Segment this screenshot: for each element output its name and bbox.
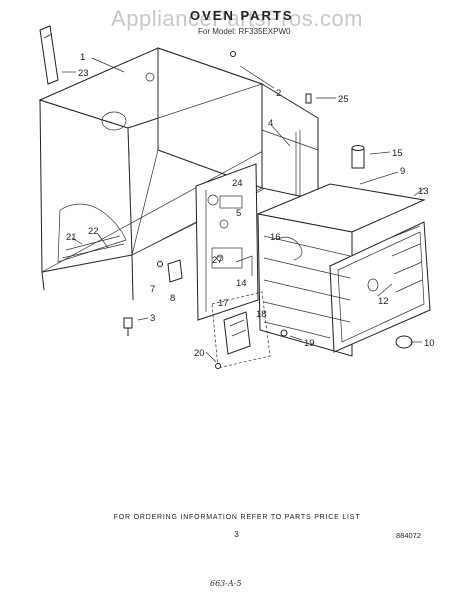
oven-liner — [256, 183, 431, 357]
model-subtitle: For Model: RF335EXPW0 — [198, 27, 291, 36]
oven-cabinet — [38, 47, 319, 301]
callout-5: 5 — [236, 208, 241, 219]
callout-12: 12 — [378, 296, 389, 307]
leader-lines — [62, 57, 425, 363]
callout-4: 4 — [268, 118, 273, 129]
handwritten-note: 663-A-5 — [210, 579, 242, 588]
bracket-part — [167, 259, 183, 283]
leveling-leg — [123, 317, 133, 336]
callout-10: 10 — [424, 338, 435, 349]
ordering-note: FOR ORDERING INFORMATION REFER TO PARTS … — [113, 514, 361, 521]
watermark: AppliancePartsPros.com — [111, 6, 363, 31]
bracket-panel — [195, 163, 259, 321]
callout-9: 9 — [400, 166, 405, 177]
callout-15: 15 — [392, 148, 403, 159]
document-number: 884072 — [396, 531, 422, 540]
callout-2: 2 — [276, 88, 281, 99]
top-screw — [230, 51, 236, 57]
connector-part — [235, 255, 253, 276]
page-number: 3 — [234, 530, 240, 539]
callout-8: 8 — [170, 293, 175, 304]
callout-21: 21 — [66, 232, 77, 243]
callout-19: 19 — [304, 338, 315, 349]
rear-frame — [261, 83, 319, 201]
small-screw — [157, 261, 163, 267]
callout-17: 17 — [218, 298, 229, 309]
callout-7: 7 — [150, 284, 155, 295]
diagram-title: OVEN PARTS — [190, 8, 294, 23]
hinge-assembly — [211, 291, 288, 369]
callout-18: 18 — [256, 309, 267, 320]
callout-labels: 1 2 3 4 5 7 8 9 10 12 13 14 15 16 17 18 … — [66, 52, 435, 359]
callout-13: 13 — [418, 186, 429, 197]
vent-tube — [39, 25, 59, 85]
callout-25: 25 — [338, 94, 349, 105]
callout-20: 20 — [194, 348, 205, 359]
callout-16: 16 — [270, 232, 281, 243]
clip-part — [305, 93, 312, 104]
callout-14: 14 — [236, 278, 247, 289]
callout-1: 1 — [80, 52, 85, 63]
callout-24: 24 — [232, 178, 243, 189]
callout-27: 27 — [212, 255, 223, 266]
callout-23: 23 — [78, 68, 89, 79]
light-socket — [351, 145, 365, 169]
light-lens — [395, 335, 413, 349]
callout-3: 3 — [150, 313, 155, 324]
callout-22: 22 — [88, 226, 99, 237]
